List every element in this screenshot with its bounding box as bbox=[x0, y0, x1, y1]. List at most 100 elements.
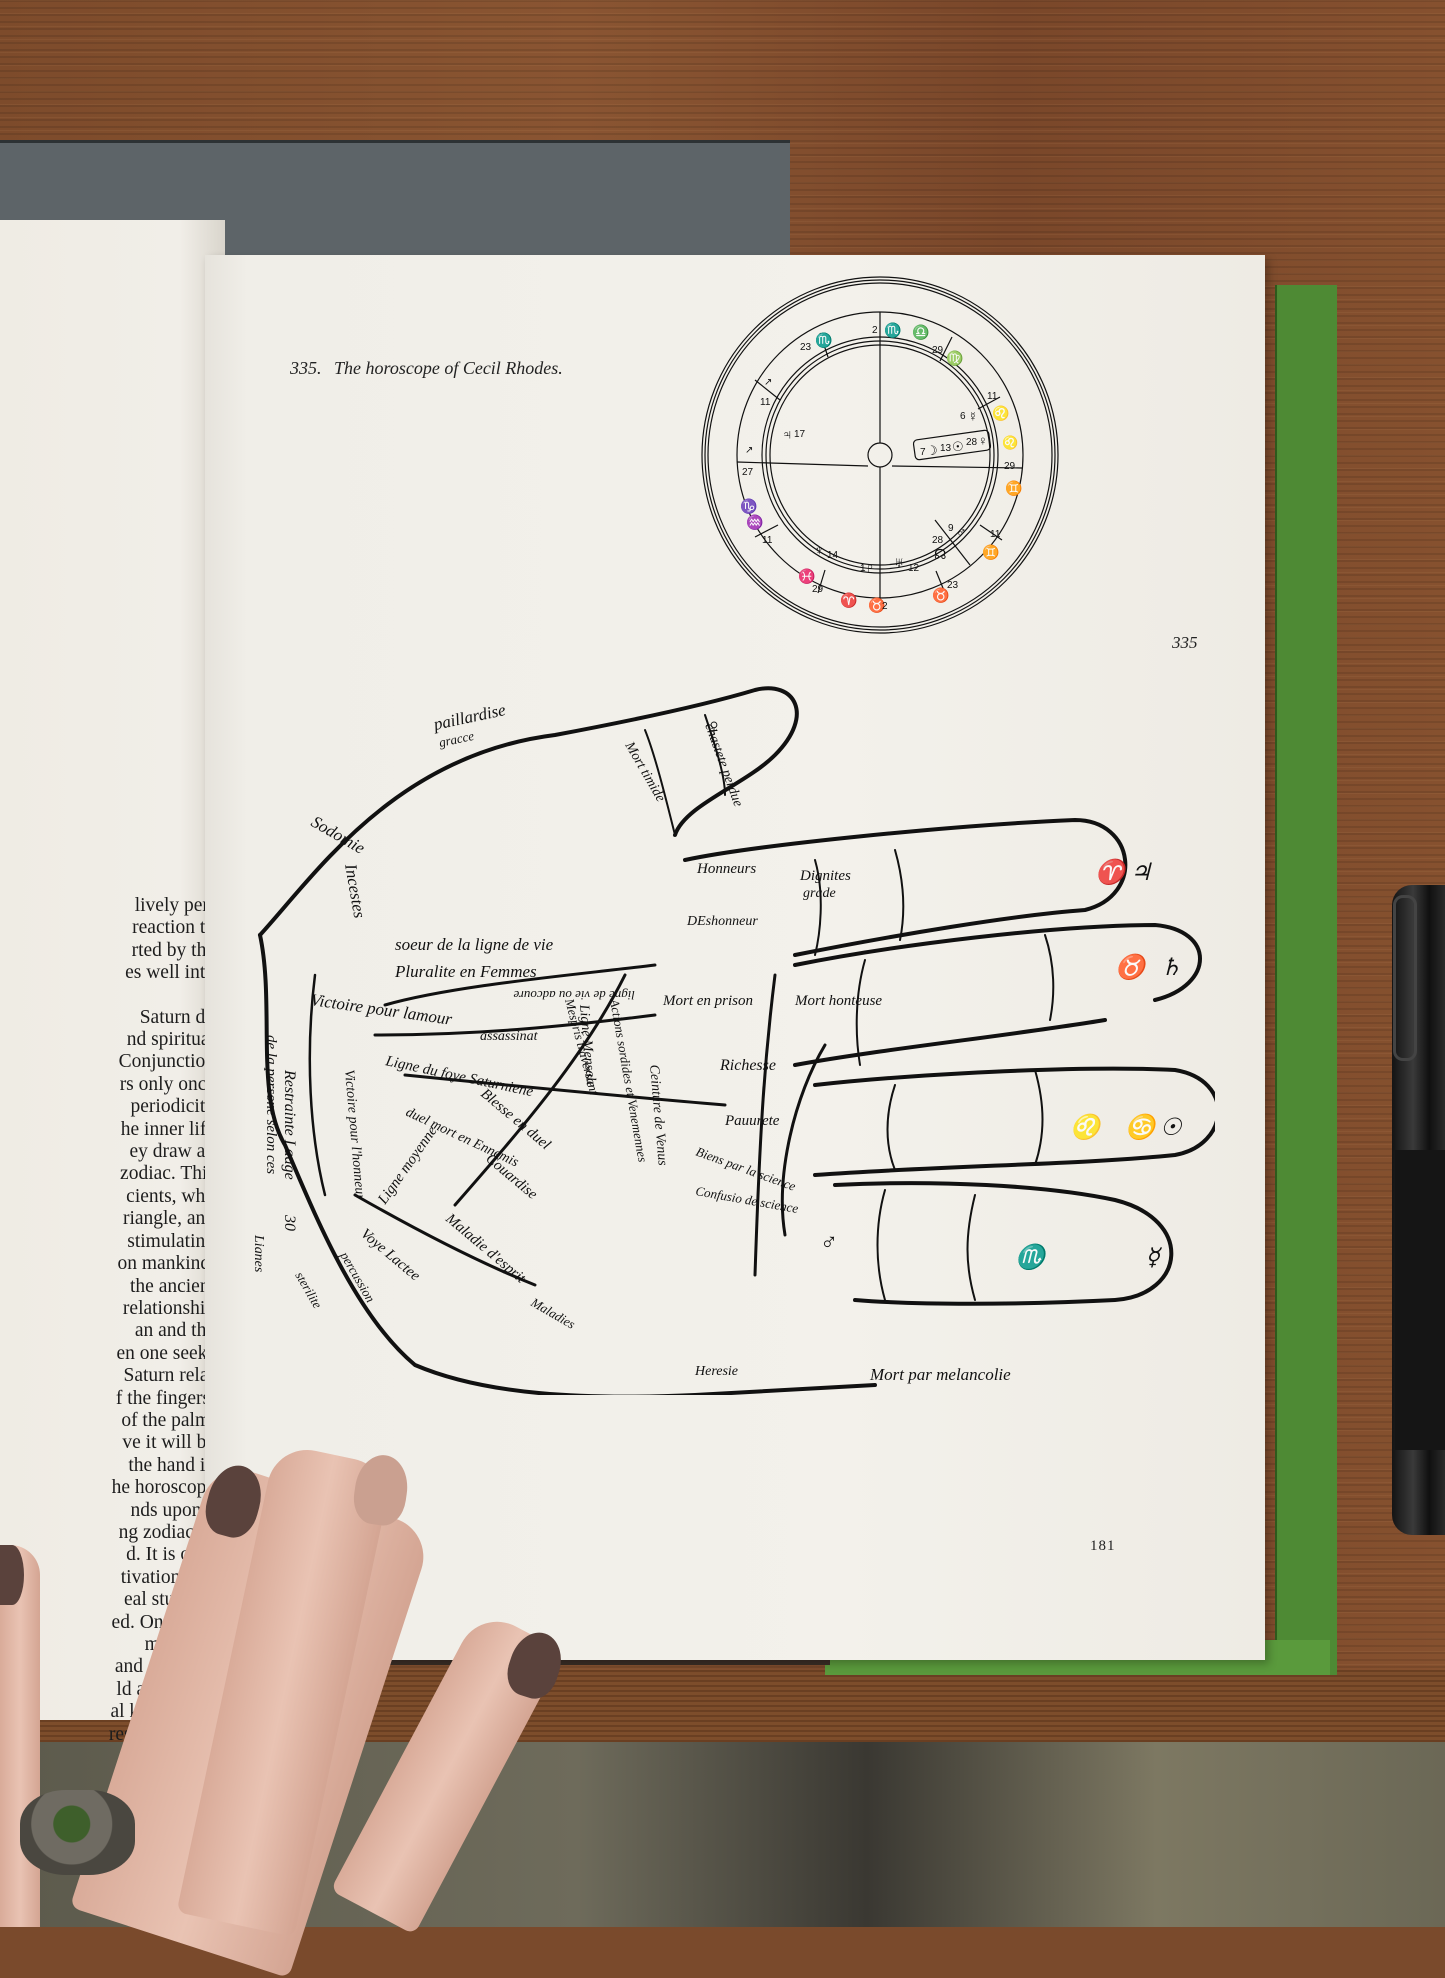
svg-text:♉: ♉ bbox=[932, 587, 949, 604]
svg-text:☊: ☊ bbox=[934, 546, 946, 562]
scorpio-glyph: ♏ bbox=[1015, 1243, 1049, 1271]
svg-text:11: 11 bbox=[990, 529, 1001, 540]
text-line: zodiac. This bbox=[120, 1163, 215, 1185]
label-lignes: Lignes bbox=[255, 1234, 266, 1273]
label-actions-sordides: Actions sordides et Venemennes bbox=[607, 997, 651, 1163]
label-victoire-amour: Victoire pour lamour bbox=[309, 990, 453, 1029]
horoscope-chart: 2♏ 23♏ ♎29♍ 11♌ 11↗ 27↗ 29♊ 11♊ 11♑♒ 29♓… bbox=[701, 276, 1059, 634]
label-mort-honteuse: Mort honteuse bbox=[794, 993, 882, 1009]
label-mort-melancolie: Mort par melancolie bbox=[869, 1365, 1011, 1384]
text-line: en one seeks bbox=[116, 1342, 215, 1364]
svg-text:☉: ☉ bbox=[952, 439, 964, 454]
svg-text:♊: ♊ bbox=[1005, 480, 1022, 497]
label-mort-prison: Mort en prison bbox=[662, 993, 753, 1009]
text-line: Saturn rela- bbox=[123, 1365, 215, 1387]
svg-text:↗: ↗ bbox=[764, 377, 772, 388]
svg-text:♅: ♅ bbox=[894, 554, 905, 570]
label-deshonneur: DEshonneur bbox=[686, 914, 758, 929]
cancer-glyph: ♋ bbox=[1125, 1113, 1159, 1141]
svg-text:28: 28 bbox=[932, 535, 944, 546]
jupiter-glyph: ♃ bbox=[1130, 860, 1152, 886]
jade-ring bbox=[20, 1790, 135, 1875]
svg-text:♉: ♉ bbox=[868, 597, 885, 614]
svg-text:17: 17 bbox=[794, 429, 806, 440]
svg-text:♑: ♑ bbox=[740, 498, 757, 515]
svg-text:6: 6 bbox=[960, 411, 966, 422]
label-heresie: Heresie bbox=[694, 1364, 738, 1379]
figure-caption: 335. The horoscope of Cecil Rhodes. bbox=[290, 358, 563, 379]
svg-text:13: 13 bbox=[940, 443, 952, 454]
svg-text:29: 29 bbox=[932, 345, 944, 356]
mars-glyph: ♂ bbox=[820, 1230, 838, 1256]
svg-text:1: 1 bbox=[860, 563, 866, 574]
label-ligne-foye: Ligne du foye Saturniene bbox=[383, 1053, 535, 1100]
label-thirty-inner: 30 bbox=[281, 1214, 298, 1231]
label-incestes: Incestes bbox=[341, 861, 369, 920]
text-line: riangle, and bbox=[122, 1208, 215, 1230]
taurus-glyph: ♉ bbox=[1115, 953, 1149, 981]
text-line: nd spiritual bbox=[126, 1029, 215, 1051]
saturn-glyph: ♄ bbox=[1160, 955, 1182, 981]
text-line bbox=[0, 985, 215, 1007]
label-de-la-persone: de la persone selon ces bbox=[263, 1035, 279, 1174]
svg-text:29: 29 bbox=[1004, 461, 1016, 472]
svg-text:27: 27 bbox=[742, 467, 754, 478]
text-line: Conjunction bbox=[118, 1051, 215, 1073]
aries-glyph: ♈ bbox=[1095, 858, 1129, 886]
svg-text:♓: ♓ bbox=[798, 568, 815, 585]
svg-text:♌: ♌ bbox=[1002, 435, 1018, 450]
svg-text:♆: ♆ bbox=[814, 542, 825, 558]
text-line: rted by the bbox=[131, 939, 215, 961]
label-grade: grade bbox=[803, 886, 836, 901]
text-line: the hand in bbox=[128, 1454, 215, 1476]
svg-text:14: 14 bbox=[827, 550, 839, 561]
label-soeur-ligne-vie: soeur de la ligne de vie bbox=[395, 935, 554, 954]
svg-text:28: 28 bbox=[966, 437, 978, 448]
label-sterilite: sterilite bbox=[292, 1269, 325, 1311]
pen-grip bbox=[1395, 1150, 1445, 1450]
label-honneurs: Honneurs bbox=[696, 861, 756, 877]
label-sodomie: Sodomie bbox=[308, 812, 369, 858]
text-line: relationship bbox=[122, 1297, 215, 1319]
label-ligne-moyenne: Ligne moyenne bbox=[375, 1123, 441, 1208]
svg-text:♃: ♃ bbox=[782, 426, 793, 442]
svg-text:♇: ♇ bbox=[865, 560, 876, 576]
label-victoire-honneur: Victoire pour l'honneur bbox=[341, 1069, 367, 1201]
text-line: rs only once bbox=[119, 1073, 215, 1095]
caption-text: The horoscope of Cecil Rhodes. bbox=[334, 358, 563, 378]
text-line: es well into bbox=[125, 962, 215, 984]
text-line: of the palm. bbox=[121, 1409, 215, 1431]
label-ligne-vie: ligne de vie ou adcoure bbox=[513, 988, 635, 1003]
text-line: on mankind. bbox=[117, 1253, 216, 1275]
green-book-edge bbox=[1275, 285, 1337, 1675]
svg-text:7: 7 bbox=[920, 447, 926, 458]
fingernail bbox=[0, 1545, 24, 1605]
venus-glyph: ♀ bbox=[705, 715, 723, 741]
svg-text:9: 9 bbox=[948, 523, 954, 534]
text-line: cients, who bbox=[126, 1185, 215, 1207]
label-mort-timide: Mort timide bbox=[621, 739, 668, 805]
label-richesse: Richesse bbox=[719, 1057, 776, 1074]
mercury-glyph: ☿ bbox=[1145, 1245, 1163, 1271]
svg-text:11: 11 bbox=[762, 535, 773, 546]
label-ligne-mensale: Ligne Mensale bbox=[576, 1003, 598, 1088]
label-dignites: Dignites bbox=[799, 868, 851, 884]
caption-number: 335. bbox=[290, 358, 322, 378]
text-line: he inner life bbox=[120, 1118, 215, 1140]
label-maladies: Maladies bbox=[528, 1294, 578, 1332]
text-line: Saturn do bbox=[139, 1006, 215, 1028]
text-line: the ancient bbox=[130, 1275, 215, 1297]
svg-text:♈: ♈ bbox=[840, 592, 857, 609]
text-line: ey draw an bbox=[129, 1141, 215, 1163]
svg-text:♎: ♎ bbox=[912, 324, 929, 341]
svg-text:♌: ♌ bbox=[992, 405, 1009, 422]
text-line: he horoscope bbox=[111, 1477, 215, 1499]
svg-text:11: 11 bbox=[987, 391, 998, 402]
palmistry-hand-illustration: Sodomie paillardise gracce Incestes Mort… bbox=[255, 686, 1215, 1395]
text-line: ng zodiac as bbox=[118, 1521, 215, 1543]
right-page bbox=[205, 255, 1265, 1660]
svg-text:♂: ♂ bbox=[956, 524, 967, 540]
svg-text:11: 11 bbox=[760, 397, 771, 408]
svg-text:↗: ↗ bbox=[745, 445, 753, 456]
